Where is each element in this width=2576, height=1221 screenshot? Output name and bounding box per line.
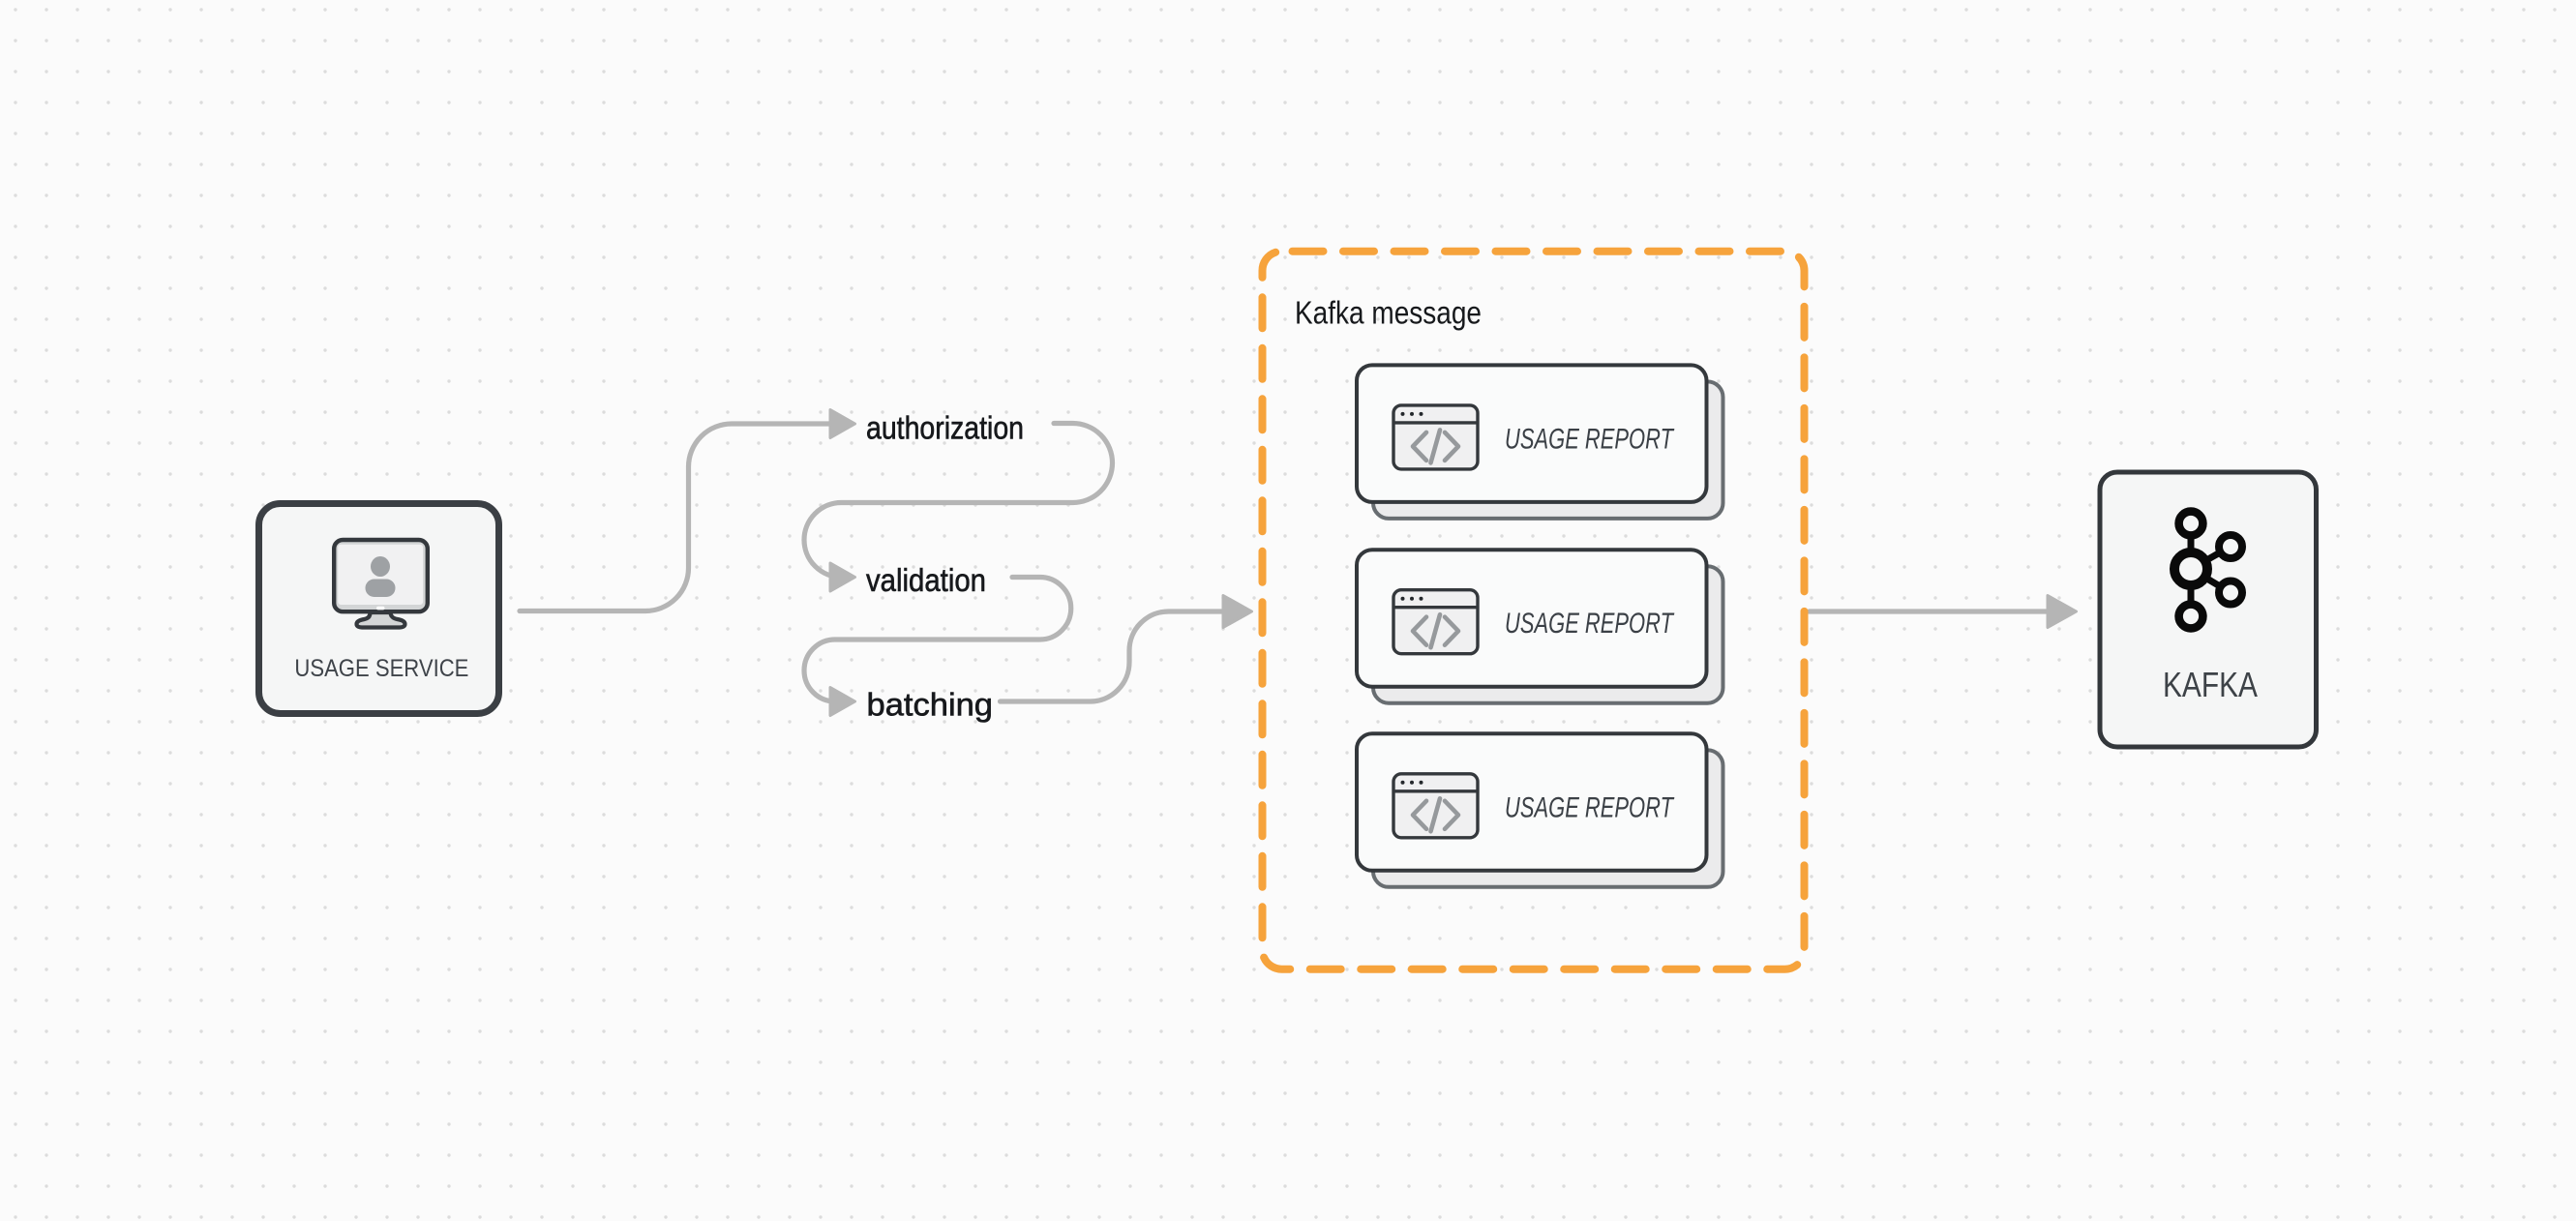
svg-text:USAGE REPORT: USAGE REPORT [1505, 791, 1675, 823]
svg-text:USAGE SERVICE: USAGE SERVICE [294, 655, 468, 682]
svg-text:USAGE REPORT: USAGE REPORT [1505, 423, 1675, 455]
svg-text:validation: validation [866, 562, 986, 598]
svg-text:Kafka message: Kafka message [1295, 296, 1482, 332]
svg-text:USAGE REPORT: USAGE REPORT [1505, 608, 1675, 640]
svg-text:KAFKA: KAFKA [2163, 665, 2258, 704]
svg-text:batching: batching [867, 687, 994, 723]
svg-text:authorization: authorization [866, 410, 1024, 446]
